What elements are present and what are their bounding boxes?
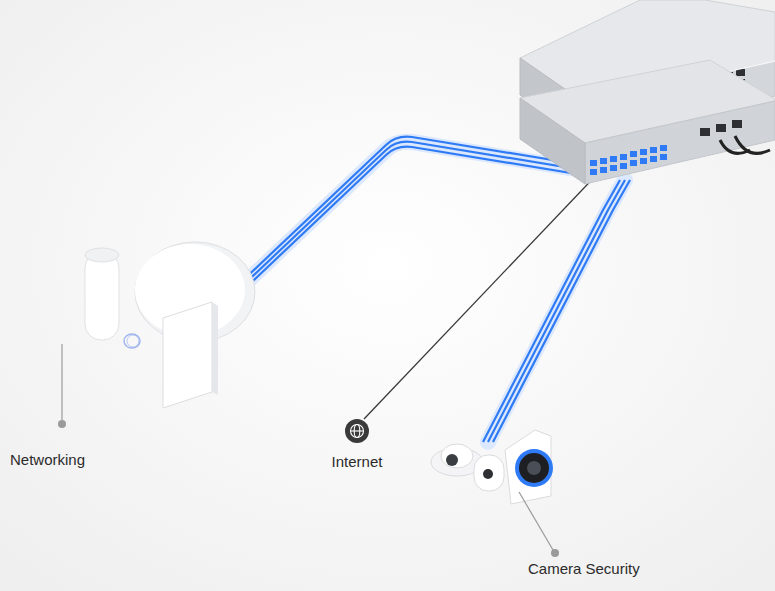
access-points [58, 242, 255, 428]
device-label: Internet [332, 453, 383, 471]
device-label: Networking [10, 451, 85, 469]
cable-bundle [200, 137, 595, 331]
cameras [431, 430, 559, 557]
rack-unit [520, 60, 775, 184]
globe-icon [345, 419, 369, 443]
device-label: Camera Security [528, 560, 640, 578]
cable-bundle [483, 180, 630, 442]
